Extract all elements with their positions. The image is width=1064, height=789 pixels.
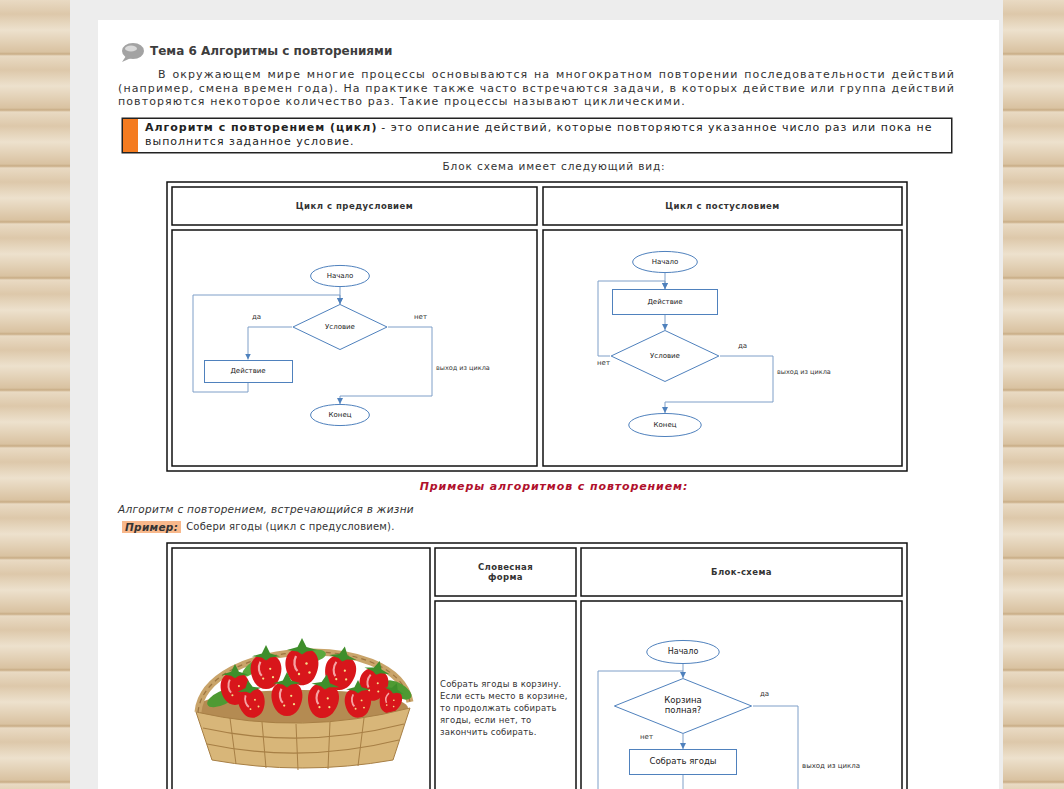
node-text: Условие <box>325 323 355 331</box>
basket-front <box>196 708 410 768</box>
intro-paragraph: В окружающем мире многие процессы основы… <box>118 68 955 109</box>
diamond-outline <box>614 679 751 734</box>
diamond-outline <box>293 304 387 349</box>
strawberry <box>235 678 268 720</box>
diamond-outline <box>611 331 719 382</box>
ellipse-outline <box>647 640 720 663</box>
branch-label: да <box>738 343 747 350</box>
node-label: Условие <box>650 352 680 360</box>
start-ellipse: Начало <box>646 640 720 664</box>
node-text: Действие <box>647 298 682 306</box>
node-label: Корзина полная? <box>653 696 713 716</box>
table-cell <box>581 548 902 596</box>
branch-label: да <box>760 690 769 698</box>
end-ellipse: Конец <box>310 404 370 426</box>
table-cell <box>543 187 902 225</box>
branch-label: нет <box>640 734 653 741</box>
start-ellipse: Начало <box>310 265 370 287</box>
flow-connector <box>683 734 684 749</box>
page-title: Тема 6 Алгоритмы с повторениями <box>150 44 392 58</box>
node-text: Конец <box>654 421 677 429</box>
exit-label: выход из цикла <box>436 364 490 372</box>
action-box: Собрать ягоды <box>629 749 737 775</box>
bubble-tail <box>122 56 131 62</box>
node-label: Действие <box>647 298 682 306</box>
flow-line <box>683 775 684 789</box>
table-header: Блок-схема <box>581 548 902 596</box>
node-text: Начало <box>652 258 679 266</box>
table-cell-text: Собрать ягоды в корзину. Если есть место… <box>440 678 568 738</box>
strawberry <box>272 672 303 716</box>
node-label: Конец <box>329 411 352 419</box>
node-label: Действие <box>230 367 265 375</box>
table-border <box>167 182 907 471</box>
ellipse-outline <box>311 265 370 286</box>
node-text: Корзина полная? <box>653 696 713 716</box>
condition-diamond: Условие <box>292 304 388 350</box>
table-cell <box>543 230 902 466</box>
node-label: Начало <box>668 647 699 656</box>
bubble-body <box>122 43 144 59</box>
action-box: Действие <box>204 360 293 383</box>
exit-line <box>753 706 798 789</box>
lead-text: Блок схема имеет следующий вид: <box>300 160 808 172</box>
ellipse-outline <box>633 251 698 272</box>
node-text: Начало <box>668 647 699 656</box>
action-box: Действие <box>612 289 718 315</box>
node-label: Условие <box>325 323 355 331</box>
table-header: Цикл с предусловием <box>172 187 537 225</box>
subheading: Алгоритм с повторением, встречающийся в … <box>118 503 414 515</box>
end-ellipse: Конец <box>628 413 702 437</box>
node-text: Начало <box>327 272 354 280</box>
table-cell <box>435 548 576 596</box>
branch-label: да <box>252 314 261 321</box>
condition-diamond: Корзина полная? <box>613 678 753 734</box>
node-label: Собрать ягоды <box>649 757 716 767</box>
strawberry <box>285 638 318 685</box>
example-text: Собери ягоды (цикл с предусловием). <box>186 521 394 532</box>
node-label: Конец <box>654 421 677 429</box>
exit-label: выход из цикла <box>777 368 831 376</box>
strawberry <box>305 672 342 720</box>
table-scheme <box>167 182 907 471</box>
table-cell <box>435 601 576 789</box>
basket-weave <box>230 718 364 770</box>
node-text: Собрать ягоды <box>649 757 716 767</box>
node-label: Начало <box>652 258 679 266</box>
node-label: Начало <box>327 272 354 280</box>
section-heading: Примеры алгоритмов с повторением: <box>300 480 808 493</box>
branch-label: нет <box>597 360 610 367</box>
table-cell <box>172 548 430 789</box>
node-text: Действие <box>230 367 265 375</box>
node-text: Конец <box>329 411 352 419</box>
definition-box: Алгоритм с повторением (цикл)- это описа… <box>123 119 951 152</box>
table-cell <box>172 230 537 466</box>
strawberry <box>345 680 371 718</box>
table-cell <box>172 187 537 225</box>
flow-connector <box>683 664 684 678</box>
table-header: Цикл с постусловием <box>543 187 902 225</box>
table-cell <box>581 601 902 789</box>
ellipse-outline <box>629 413 702 436</box>
node-label: Алгоритм с повторением (цикл) <box>145 121 377 134</box>
table-example <box>167 543 907 789</box>
table-border <box>167 543 907 789</box>
strawberry-basket <box>196 638 414 770</box>
branch-label: нет <box>414 314 427 321</box>
table-header: Словесная форма <box>435 548 576 596</box>
start-ellipse: Начало <box>632 251 698 273</box>
example-tag: Пример: <box>122 521 181 533</box>
flow-connector <box>193 295 340 392</box>
topic-icon <box>122 43 144 62</box>
exit-label: выход из цикла <box>802 762 860 770</box>
loop-lines <box>598 671 798 789</box>
flow-connector <box>248 327 292 360</box>
condition-diamond: Условие <box>610 330 720 382</box>
bubble-shine <box>125 46 137 52</box>
flow-connector <box>665 315 666 330</box>
node-text: Условие <box>650 352 680 360</box>
ellipse-outline <box>311 404 370 425</box>
